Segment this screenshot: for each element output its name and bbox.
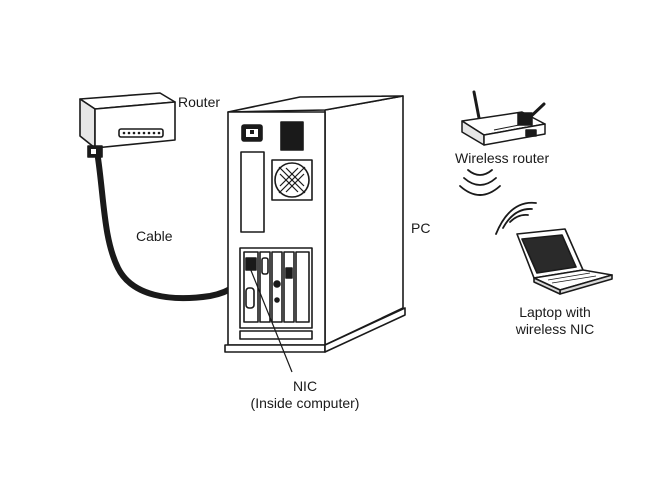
laptop-wireless-signal-icon [495, 201, 537, 235]
laptop-label-line1: Laptop with [519, 304, 591, 320]
wireless-router-label: Wireless router [455, 150, 550, 166]
laptop-label: Laptop with wireless NIC [505, 304, 605, 338]
nic-label: NIC (Inside computer) [240, 378, 370, 412]
wireless-router-icon [461, 90, 546, 146]
pc-tower-icon [224, 95, 406, 353]
nic-label-line2: (Inside computer) [250, 395, 360, 411]
router-label: Router [178, 94, 221, 110]
pc-label: PC [411, 220, 431, 236]
laptop-icon [516, 228, 613, 295]
router-icon [79, 92, 176, 158]
nic-pointer-line [249, 267, 293, 373]
wireless-signal-icon [459, 169, 501, 196]
nic-label-line1: NIC [292, 378, 318, 394]
cable-label: Cable [136, 228, 173, 244]
laptop-label-line2: wireless NIC [515, 321, 595, 337]
